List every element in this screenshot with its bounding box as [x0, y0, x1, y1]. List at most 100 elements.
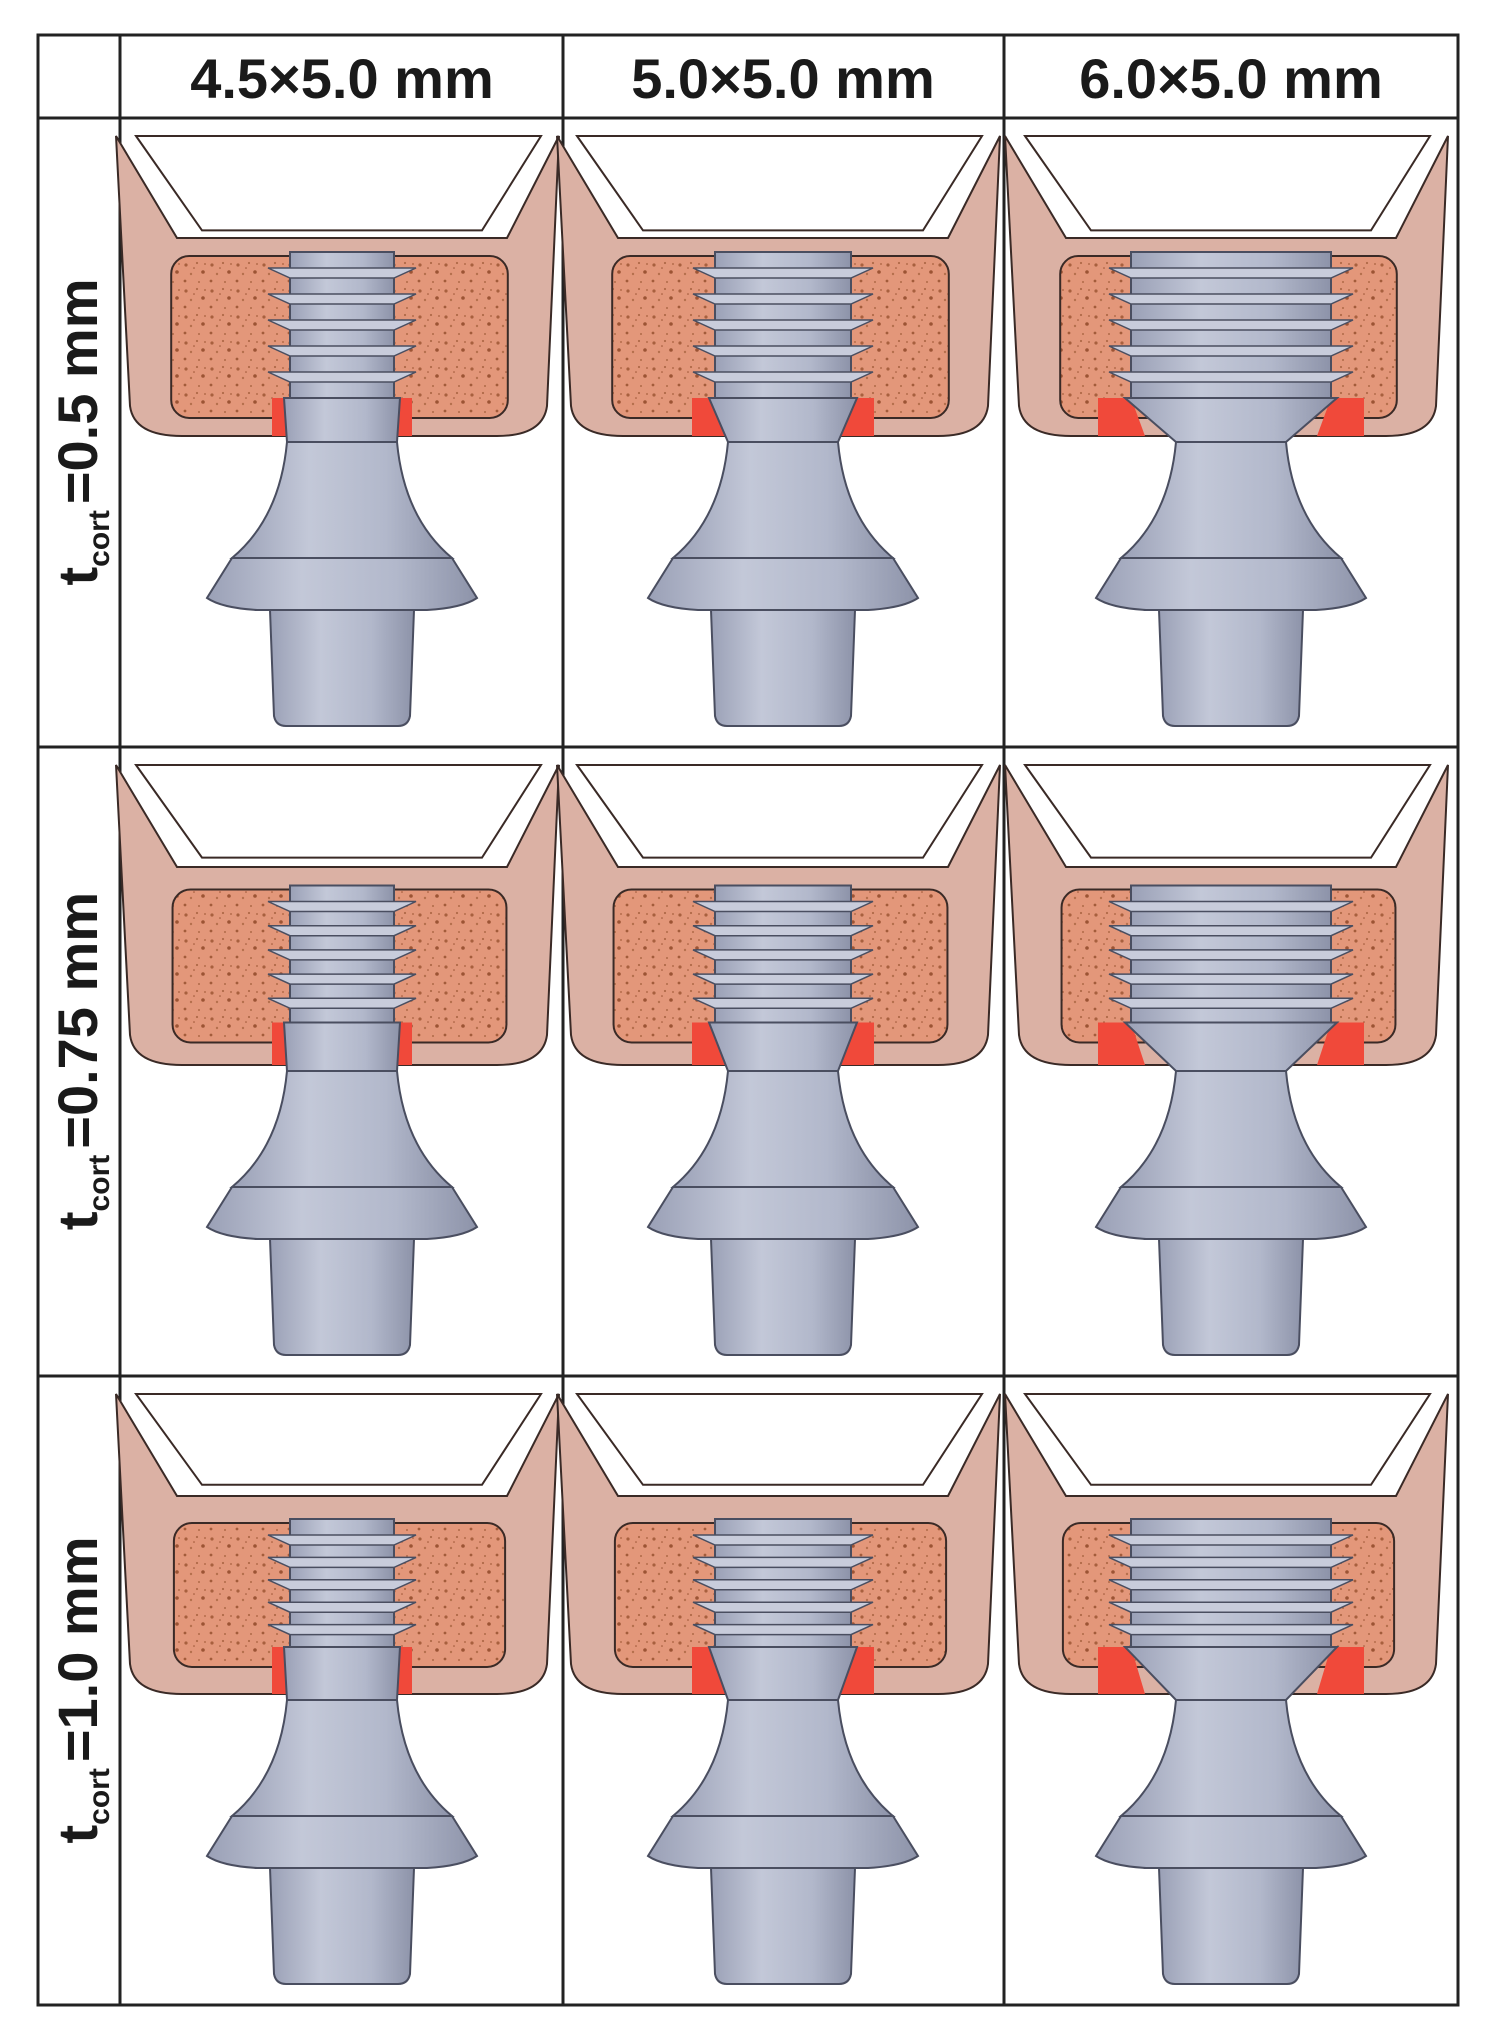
cup-cavity: [1023, 764, 1432, 859]
implant-thread: [692, 319, 874, 331]
implant-thread: [267, 997, 417, 1010]
contact-zone-left: [692, 398, 729, 436]
implant-thread: [692, 900, 874, 913]
column-headers: 4.5×5.0 mm 5.0×5.0 mm 6.0×5.0 mm: [190, 47, 1383, 110]
row-header-symbol: t: [46, 1825, 109, 1844]
implant-thread: [1108, 1601, 1354, 1613]
implant-thread: [267, 293, 417, 305]
cup-cavity: [1023, 135, 1432, 232]
row-headers: tcort=0.5 mm tcort=0.75 mm tcort=1.0 mm: [46, 278, 116, 1843]
implant-flange: [646, 557, 920, 611]
implant-cross-section: [1004, 1393, 1449, 1985]
implant-shaft: [268, 1238, 416, 1356]
implant-thread: [692, 345, 874, 357]
implant-thread: [267, 949, 417, 961]
table-frame: [36, 33, 1460, 2007]
implant-shaft: [268, 609, 416, 727]
implant-thread: [267, 973, 417, 985]
implant-neck: [229, 1699, 455, 1817]
contact-zone-left: [1098, 1647, 1145, 1694]
implant-thread: [692, 1623, 874, 1636]
implant-thread: [1108, 949, 1354, 961]
implant-shaft: [1157, 1867, 1305, 1985]
implant-thread: [267, 900, 417, 913]
implant-thread: [1108, 1623, 1354, 1636]
implant-thread: [267, 267, 417, 279]
implant-thread: [1108, 267, 1354, 279]
cup-cavity: [134, 135, 543, 232]
implant-thread: [1108, 293, 1354, 305]
implant-thread: [1108, 371, 1354, 383]
contact-zone-left: [1098, 1022, 1145, 1065]
column-header-4-5-mm: 4.5×5.0 mm: [190, 47, 494, 110]
implant-cross-section: [115, 135, 560, 727]
implant-thread: [1108, 1534, 1354, 1546]
implant-collar: [707, 397, 859, 443]
implant-flange: [205, 1815, 479, 1869]
implant-thread: [692, 267, 874, 279]
implant-thread: [267, 345, 417, 357]
implant-thread: [692, 949, 874, 961]
implant-collar: [282, 1021, 402, 1072]
implant-shaft: [709, 1867, 857, 1985]
implant-shaft: [709, 609, 857, 727]
implant-collar: [707, 1021, 859, 1072]
implant-flange: [1094, 1815, 1368, 1869]
implant-shaft: [1157, 609, 1305, 727]
implant-thread: [1108, 345, 1354, 357]
implant-flange: [205, 1186, 479, 1240]
cup-cavity: [134, 1393, 543, 1486]
implant-thread: [267, 924, 417, 937]
implant-cross-section: [556, 135, 1001, 727]
contact-zone-left: [692, 1647, 729, 1694]
row-header-subscript: cort: [83, 1768, 116, 1825]
implant-thread: [1108, 1579, 1354, 1591]
implant-thread: [1108, 924, 1354, 937]
implant-cross-section: [556, 1393, 1001, 1985]
implant-cross-section: [1004, 764, 1449, 1356]
implant-thread: [267, 1623, 417, 1636]
implant-neck: [670, 1070, 896, 1188]
implant-flange: [646, 1815, 920, 1869]
implant-thread: [692, 924, 874, 937]
contact-zone-right: [837, 1647, 874, 1694]
contact-zone-left: [1098, 398, 1145, 436]
implant-neck: [1118, 441, 1344, 559]
row-header-t-cort-1-0: tcort=1.0 mm: [46, 1536, 116, 1843]
implant-shaft: [1157, 1238, 1305, 1356]
implant-thread: [692, 973, 874, 985]
implant-flange: [1094, 557, 1368, 611]
implant-thread: [267, 1534, 417, 1546]
contact-zone-left: [692, 1022, 729, 1065]
implant-cross-section-cells: [115, 135, 1449, 1985]
implant-thread: [267, 1579, 417, 1591]
cup-cavity: [134, 764, 543, 859]
implant-thread: [1108, 997, 1354, 1010]
row-header-value: =0.75 mm: [46, 892, 109, 1149]
contact-zone-right: [837, 1022, 874, 1065]
row-header-t-cort-0-5: tcort=0.5 mm: [46, 278, 116, 585]
implant-thread: [692, 1579, 874, 1591]
implant-cross-section: [556, 764, 1001, 1356]
implant-neck: [1118, 1699, 1344, 1817]
implant-thread: [692, 1556, 874, 1569]
implant-thread: [267, 1601, 417, 1613]
cup-cavity: [575, 1393, 984, 1486]
implant-collar: [707, 1646, 859, 1701]
implant-neck: [229, 1070, 455, 1188]
implant-thread: [692, 1534, 874, 1546]
contact-zone-right: [1317, 1647, 1364, 1694]
contact-zone-right: [1317, 1022, 1364, 1065]
implant-shaft: [268, 1867, 416, 1985]
implant-cross-section: [115, 764, 560, 1356]
table-border: [36, 33, 1460, 2007]
implant-thread: [692, 997, 874, 1010]
implant-collar: [282, 397, 402, 443]
cup-cavity: [575, 135, 984, 232]
row-header-t-cort-0-75: tcort=0.75 mm: [46, 892, 116, 1230]
implant-thread: [692, 293, 874, 305]
implant-neck: [1118, 1070, 1344, 1188]
implant-flange: [1094, 1186, 1368, 1240]
implant-cross-section: [1004, 135, 1449, 727]
